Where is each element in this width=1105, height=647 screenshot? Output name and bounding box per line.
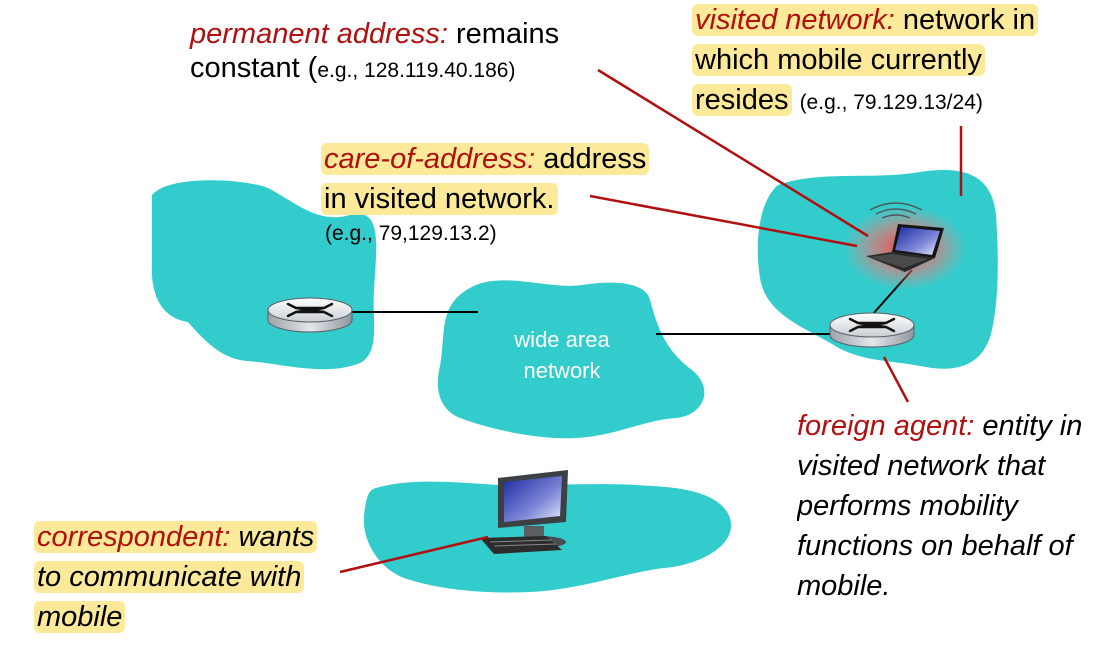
foreign-agent-desc-3: performs mobility bbox=[797, 490, 1018, 522]
permanent-address-leader bbox=[597, 68, 869, 238]
foreign-agent-desc-5: mobile. bbox=[797, 570, 891, 602]
permanent-address-example: e.g., 128.119.40.186) bbox=[317, 59, 516, 82]
permanent-address-desc-1: remains bbox=[456, 18, 560, 50]
foreign-agent-desc-2: visited network that bbox=[797, 450, 1046, 482]
visited-network-term: visited network: bbox=[695, 4, 895, 36]
wide-area-network-line-1: wide area bbox=[514, 327, 610, 352]
care-of-address-desc-1: address bbox=[543, 143, 647, 175]
foreign-agent-desc-4: functions on behalf of bbox=[797, 530, 1073, 562]
foreign-agent-desc-1: entity in bbox=[982, 410, 1083, 442]
foreign-agent-leader bbox=[882, 356, 910, 403]
foreign-agent-router-icon bbox=[829, 312, 915, 348]
care-of-address-example: (e.g., 79,129.13.2) bbox=[325, 222, 497, 245]
visited-network-desc-3: resides bbox=[692, 84, 792, 116]
home-router-icon bbox=[267, 297, 353, 333]
foreign-agent-annotation: foreign agent: entity in visited network… bbox=[797, 406, 1105, 606]
care-of-address-desc-2: in visited network. bbox=[321, 183, 558, 215]
foreign-agent-term: foreign agent: bbox=[797, 410, 975, 442]
correspondent-term: correspondent: bbox=[37, 521, 231, 553]
correspondent-annotation: correspondent: wants to communicate with… bbox=[34, 517, 318, 637]
correspondent-computer-icon bbox=[480, 470, 568, 554]
wide-area-network-line-2: network bbox=[523, 358, 601, 383]
correspondent-desc-1: wants bbox=[238, 521, 315, 553]
care-of-address-term: care-of-address: bbox=[324, 143, 536, 175]
wide-area-network-cloud bbox=[437, 280, 705, 439]
correspondent-desc-2: to communicate with bbox=[34, 561, 305, 593]
visited-network-desc-1: network in bbox=[902, 4, 1036, 36]
correspondent-desc-3: mobile bbox=[34, 601, 126, 633]
permanent-address-desc-2: constant ( bbox=[190, 52, 318, 84]
visited-network-desc-2: which mobile currently bbox=[692, 44, 985, 76]
care-of-address-annotation: care-of-address: address in visited netw… bbox=[321, 139, 650, 249]
care-of-address-leader bbox=[589, 194, 858, 248]
permanent-address-term: permanent address: bbox=[190, 18, 448, 50]
wide-area-network-label: wide area network bbox=[482, 324, 642, 386]
visited-network-annotation: visited network: network in which mobile… bbox=[692, 0, 1039, 120]
correspondent-leader bbox=[339, 535, 489, 574]
mobile-laptop-icon bbox=[843, 202, 967, 290]
permanent-address-annotation: permanent address: remains constant (e.g… bbox=[190, 14, 559, 88]
visited-network-example: (e.g., 79.129.13/24) bbox=[799, 91, 983, 114]
